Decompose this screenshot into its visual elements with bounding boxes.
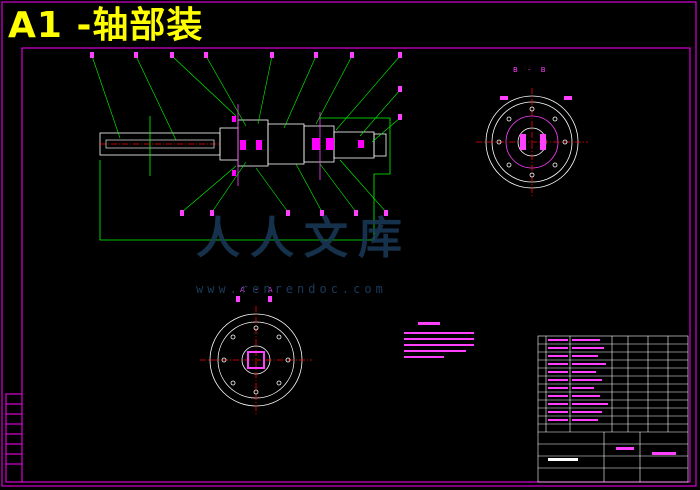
- leader-lines: [91, 55, 401, 213]
- watermark-brand: 人人文库: [196, 213, 412, 264]
- parts-list-text: [548, 339, 676, 461]
- inner-frame: [21, 47, 691, 483]
- parts-list-table: [537, 335, 689, 483]
- section-view-right-hatch: [500, 96, 572, 150]
- section-label-bottom: A - A: [240, 286, 277, 294]
- technical-notes: [404, 322, 474, 358]
- left-binding-strip: [5, 393, 23, 483]
- drawing-title: A1 -轴部装: [8, 5, 204, 46]
- section-view-bottom: [200, 306, 312, 414]
- watermark-url: www.renrendoc.com: [196, 282, 387, 296]
- section-label-right: B - B: [513, 66, 550, 74]
- dimension-outline: [99, 116, 391, 241]
- shaft-assembly: [99, 104, 387, 186]
- section-view-right: [476, 88, 588, 196]
- bearing-marks: [232, 116, 364, 176]
- part-balloons: [90, 52, 402, 216]
- section-view-bottom-hatch: [236, 296, 272, 369]
